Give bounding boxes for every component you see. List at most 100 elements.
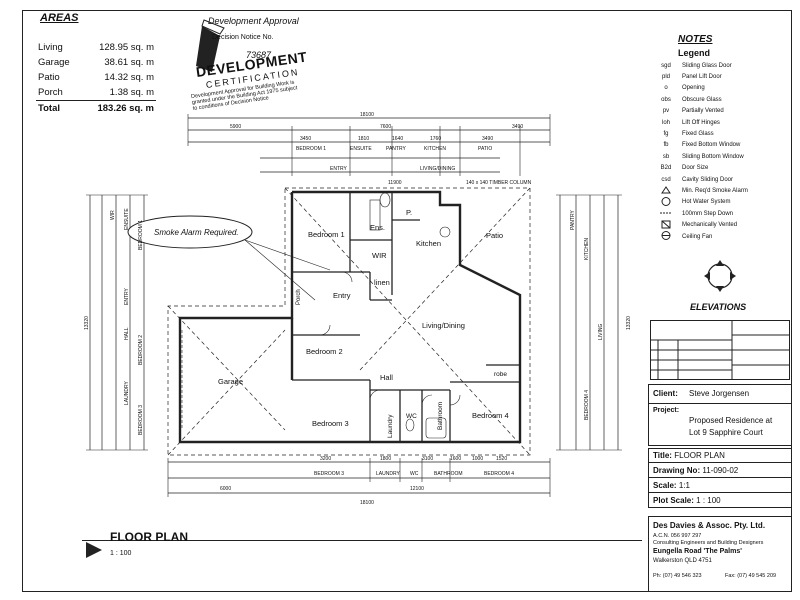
dim-text: PANTRY [570,210,576,230]
room-label: Entry [333,291,351,300]
dim-text: 3100 [422,456,433,462]
dim-text: BEDROOM 1 [296,146,326,152]
floor-plan-scale: 1 : 100 [110,550,132,557]
dim-text: BEDROOM 4 [584,390,590,420]
stamp-line2: Decision Notice No. [212,34,274,41]
stamp-logo-icon [196,19,225,72]
company-acn: A.C.N. 056 997 297 [653,533,702,539]
dim-text: BEDROOM 4 [484,471,514,477]
client-box: Client: Steve Jorgensen [648,384,792,404]
dim-text: 18100 [360,112,374,118]
room-label: WIR [372,251,387,260]
legend-item: Ceiling Fan [650,231,790,242]
room-label: Bathroom [437,402,444,430]
title-block: Title: FLOOR PLAN Drawing No: 11-090-02 … [648,448,792,508]
company-address1: Eungella Road 'The Palms' [653,548,742,555]
drawing-frame [22,10,792,592]
dim-text: BEDROOM 3 [314,471,344,477]
hot-water-icon [661,196,671,206]
room-label: WC [406,413,417,420]
revision-table [650,320,790,380]
room-label: Hall [380,373,393,382]
dim-text: 11900 [388,180,402,186]
dim-text: 1520 [496,456,507,462]
dim-text: LIVING/DINING [420,166,455,172]
dim-text: 3450 [300,136,311,142]
dim-text: ENTRY [330,166,348,172]
dim-text: 3490 [482,136,493,142]
dim-text: 13320 [626,316,632,330]
dim-text: LIVING [598,323,604,340]
room-label: Bedroom 1 [308,230,345,239]
dim-text: 18100 [360,500,374,506]
dim-text: 1000 [472,456,483,462]
floor-plan-drawing: Smoke Alarm Required. Bedroom 1 Ens. WIR… [84,112,632,506]
room-label: P. [406,208,412,217]
room-label: Patio [486,231,503,240]
dim-text: 1760 [430,136,441,142]
room-label: Living/Dining [422,321,465,330]
section-marker-icon [86,542,102,558]
drawing-row: Drawing No: 11-090-02 [648,463,792,478]
dim-text: 1640 [392,136,403,142]
smoke-note-cloud [127,215,253,249]
project-line2: Lot 9 Sapphire Court [689,428,763,437]
dim-text: LAUNDRY [376,471,400,477]
plot-scale-row: Plot Scale: 1 : 100 [648,493,792,508]
company-address2: Walkerston QLD 4751 [653,558,712,564]
dim-text: 3490 [512,124,523,130]
elevations-label: ELEVATIONS [690,302,747,312]
room-label: Ens. [370,223,385,232]
dim-text: 5900 [230,124,241,130]
room-label: Garage [218,377,243,386]
areas-title: AREAS [40,12,79,24]
room-label: Bedroom 2 [306,347,343,356]
dim-text: KITCHEN [584,238,590,260]
legend-item: Min. Req'd Smoke Alarm [650,185,790,196]
legend-item: Mechanically Vented [650,219,790,230]
dim-text: 1600 [450,456,461,462]
dim-text: BEDROOM 2 [138,335,144,365]
legend-title: Legend [678,48,711,58]
company-desc: Consulting Engineers and Building Design… [653,540,764,546]
company-fax: Fax: (07) 49 545 209 [725,573,777,579]
dim-text: 6000 [220,486,231,492]
floor-plan-title: FLOOR PLAN [110,530,188,544]
dim-text: PANTRY [386,146,406,152]
dim-text: ENSUITE [350,146,372,152]
floor-plan-title-bar [82,540,642,563]
dim-text: ENTRY [124,287,130,305]
elevation-compass-icon [704,260,736,292]
dim-text: ENSUITE [124,208,130,230]
room-label: linen [374,278,390,287]
legend-item: 100mm Step Down [650,208,790,219]
dim-text: WC [410,471,419,477]
vent-icon [661,220,671,229]
title-row: Title: FLOOR PLAN [648,448,792,463]
company-block: Des Davies & Assoc. Pty. Ltd. A.C.N. 056… [648,516,792,592]
company-name: Des Davies & Assoc. Pty. Ltd. [653,521,766,530]
room-label: Laundry [387,414,394,438]
dim-text: 1810 [358,136,369,142]
dim-text: BATHROOM [434,471,463,477]
dim-text: HALL [124,327,130,340]
dim-text: 1800 [380,456,391,462]
dim-text: 3200 [320,456,331,462]
dim-text: LAUNDRY [124,381,130,405]
project-label: Project: [653,407,680,414]
notes-title: NOTES [678,34,713,45]
room-label: Kitchen [416,239,441,248]
smoke-note-text: Smoke Alarm Required. [154,228,239,237]
